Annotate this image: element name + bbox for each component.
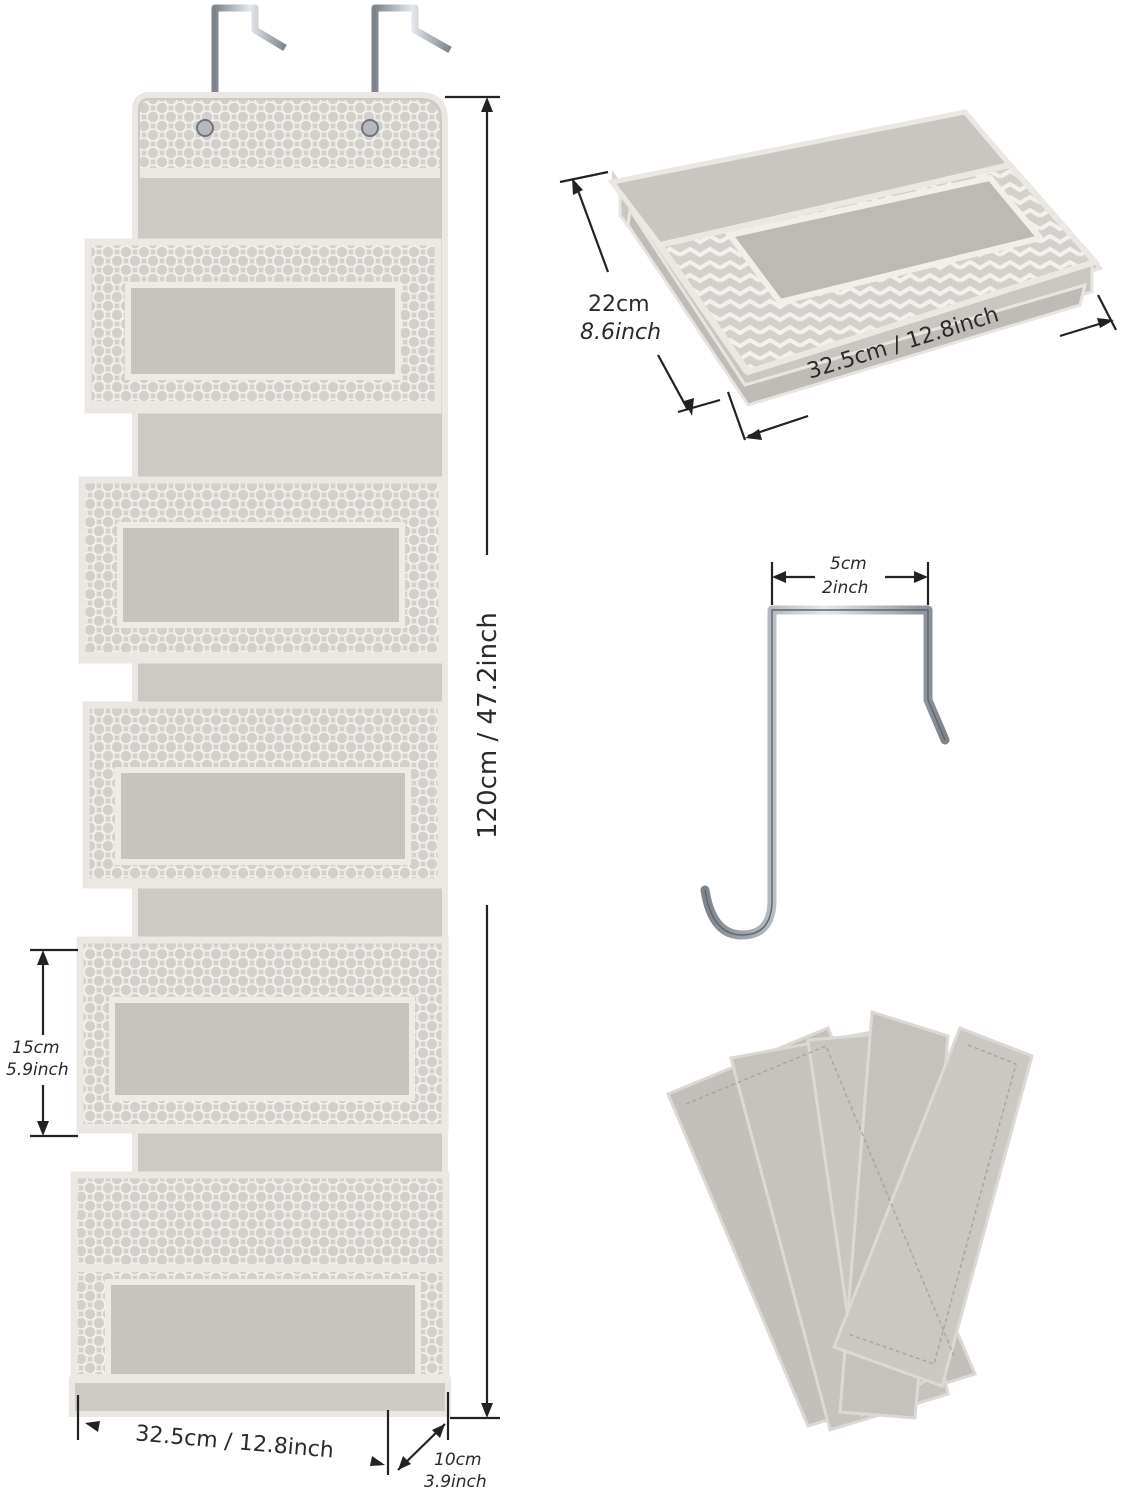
organizer-depth-label-inch: 3.9inch <box>424 1472 487 1492</box>
over-door-hook <box>700 605 950 940</box>
bin-height-label-cm: 22cm <box>588 292 650 317</box>
pocket-2 <box>78 476 446 664</box>
folded-bin <box>607 109 1104 407</box>
hook-width-label-cm: 5cm <box>830 554 867 574</box>
depth-dimension-line <box>397 1392 450 1471</box>
bin-height-label-inch: 8.6inch <box>580 320 662 345</box>
organizer-bottom <box>69 1377 451 1417</box>
pocket-5 <box>70 1171 450 1384</box>
hook-width-dimension-line <box>770 562 930 605</box>
pocket-dimension-line <box>30 948 78 1138</box>
organizer-depth-label-cm: 10cm <box>434 1450 482 1470</box>
bin-height-dimension-line <box>559 170 721 416</box>
pocket-4 <box>76 936 449 1134</box>
stiffener-boards <box>666 1010 1034 1432</box>
pocket-height-label-cm: 15cm <box>12 1038 60 1058</box>
hook-width-label-inch: 2inch <box>822 578 869 598</box>
pocket-1 <box>84 238 442 414</box>
organizer-height-label: 120cm / 47.2inch <box>473 612 503 839</box>
door-hooks <box>211 4 452 100</box>
bin-width-dimension-line <box>726 294 1117 441</box>
height-dimension-line <box>445 95 500 1420</box>
width-dimension-line <box>76 1395 390 1475</box>
pocket-3 <box>82 701 445 889</box>
pocket-height-label-inch: 5.9inch <box>6 1060 69 1080</box>
